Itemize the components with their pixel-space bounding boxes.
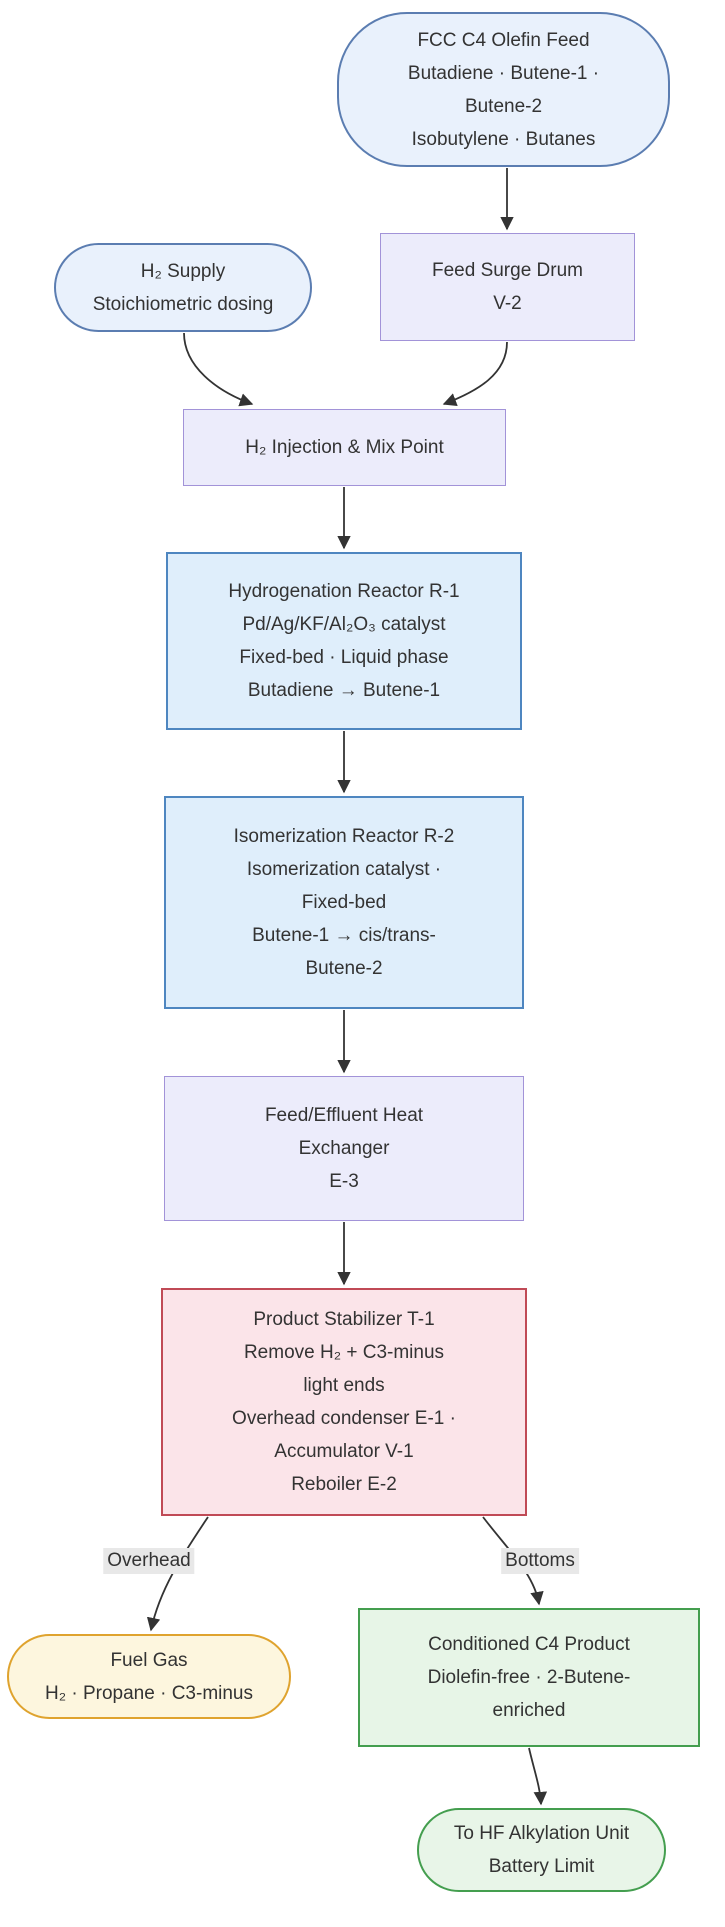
edge-h2supply-to-inject <box>183 332 254 407</box>
node-text-line: Feed Surge Drum <box>431 260 583 281</box>
node-text-line: Butene-2 <box>464 95 543 117</box>
edge-c4product-to-hf <box>528 1747 548 1806</box>
node-text-line: Butadiene · Butene-1 · <box>407 62 600 84</box>
node-h2-injection-mix-point: H₂ Injection & Mix Point <box>183 409 506 486</box>
node-text-line: H₂ Injection & Mix Point <box>245 437 444 458</box>
node-text-line: Exchanger <box>298 1138 390 1159</box>
edge-label-bottoms: Bottoms <box>501 1548 579 1574</box>
node-text-line: H₂ Supply <box>140 260 226 282</box>
node-feed-surge-drum: Feed Surge Drum V-2 <box>380 233 635 341</box>
node-text-line: Butene-2 <box>305 958 383 979</box>
node-text-line: Butene-1 → cis/trans- <box>252 925 436 946</box>
edge-drum-to-inject <box>442 341 508 406</box>
node-text-line: H₂ · Propane · C3-minus <box>45 1682 253 1704</box>
node-text-line: Stoichiometric dosing <box>92 293 274 315</box>
node-text-line: enriched <box>492 1700 566 1721</box>
node-text-line: Reboiler E-2 <box>291 1474 397 1495</box>
node-text-line: Remove H₂ + C3-minus <box>243 1342 445 1363</box>
node-fuel-gas: Fuel Gas H₂ · Propane · C3-minus <box>7 1634 291 1719</box>
node-text-line: Feed/Effluent Heat <box>264 1105 424 1126</box>
node-text-line: Fixed-bed · Liquid phase <box>239 647 449 668</box>
node-feed-effluent-exchanger-e3: Feed/Effluent Heat Exchanger E-3 <box>164 1076 524 1221</box>
node-text-line: light ends <box>303 1375 385 1396</box>
node-text-line: V-2 <box>493 293 522 314</box>
node-text-line: Conditioned C4 Product <box>428 1634 630 1655</box>
node-text-line: Accumulator V-1 <box>274 1441 414 1462</box>
node-text-line: To HF Alkylation Unit <box>453 1823 630 1844</box>
node-text-line: Product Stabilizer T-1 <box>253 1309 435 1330</box>
node-text-line: Isomerization Reactor R-2 <box>233 826 455 847</box>
node-text-line: Butadiene → Butene-1 <box>247 680 441 701</box>
node-fcc-olefin-feed: FCC C4 Olefin Feed Butadiene · Butene-1 … <box>337 12 670 167</box>
node-product-stabilizer-t1: Product Stabilizer T-1 Remove H₂ + C3-mi… <box>161 1288 527 1516</box>
node-text-line: Hydrogenation Reactor R-1 <box>228 581 460 602</box>
node-text-line: FCC C4 Olefin Feed <box>417 29 590 51</box>
node-hydrogenation-reactor-r1: Hydrogenation Reactor R-1 Pd/Ag/KF/Al₂O₃… <box>166 552 522 730</box>
node-conditioned-c4-product: Conditioned C4 Product Diolefin-free · 2… <box>358 1608 700 1747</box>
node-text-line: Isomerization catalyst · <box>246 859 442 880</box>
node-hf-alkylation-battery-limit: To HF Alkylation Unit Battery Limit <box>417 1808 666 1892</box>
node-text-line: Overhead condenser E-1 · <box>232 1408 456 1429</box>
node-text-line: E-3 <box>329 1171 359 1192</box>
node-text-line: Fixed-bed <box>301 892 387 913</box>
node-h2-supply: H₂ Supply Stoichiometric dosing <box>54 243 312 332</box>
node-text-line: Isobutylene · Butanes <box>411 128 596 150</box>
node-text-line: Diolefin-free · 2-Butene- <box>427 1667 631 1688</box>
node-text-line: Pd/Ag/KF/Al₂O₃ catalyst <box>242 614 446 635</box>
node-text-line: Battery Limit <box>488 1856 595 1877</box>
edge-label-overhead: Overhead <box>103 1548 195 1574</box>
node-text-line: Fuel Gas <box>110 1649 188 1671</box>
node-isomerization-reactor-r2: Isomerization Reactor R-2 Isomerization … <box>164 796 524 1009</box>
